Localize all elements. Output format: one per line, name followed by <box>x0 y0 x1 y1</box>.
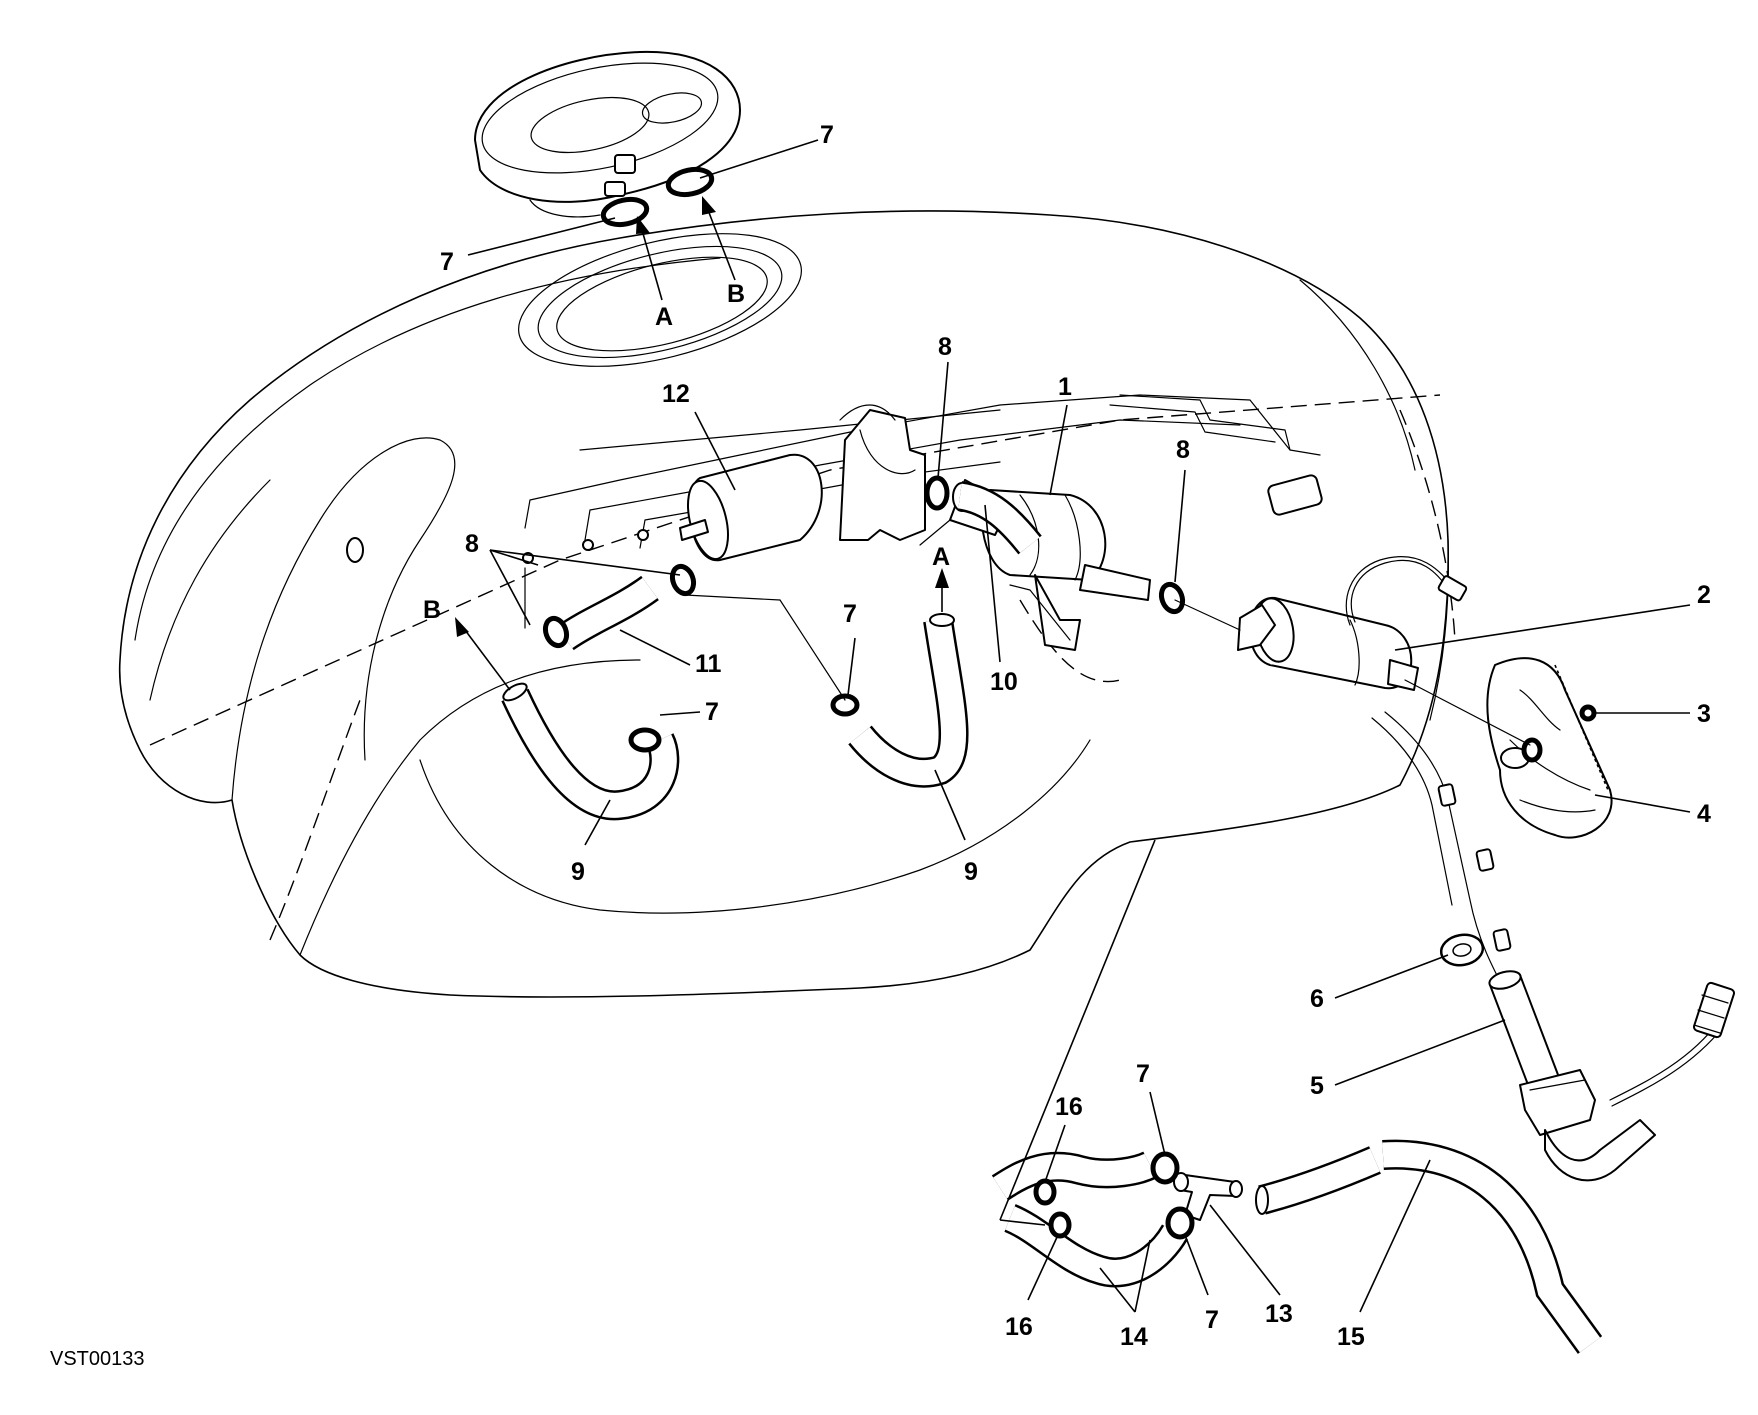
clip-ring <box>1158 581 1186 615</box>
hose-end <box>1255 1185 1269 1215</box>
callout-15: 15 <box>1337 1323 1365 1351</box>
arrow-head <box>935 568 949 588</box>
filter-bracket <box>839 404 926 541</box>
clamp <box>1048 1211 1072 1239</box>
callout-6: 6 <box>1310 985 1324 1013</box>
drawing-code: VST00133 <box>50 1348 145 1370</box>
letter-b: B <box>423 596 441 624</box>
clip-ring <box>542 615 570 649</box>
callout-7: 7 <box>1136 1060 1150 1088</box>
callout-labels: 7 7 A B 12 8 1 8 2 3 4 6 5 8 11 7 7 A B … <box>50 121 1711 1370</box>
callout-7: 7 <box>843 600 857 628</box>
callout-9: 9 <box>571 858 585 886</box>
callout-7: 7 <box>1205 1306 1219 1334</box>
callout-7: 7 <box>820 121 834 149</box>
callout-13: 13 <box>1265 1300 1293 1328</box>
filler-opening <box>518 233 802 367</box>
callout-1: 1 <box>1058 373 1072 401</box>
hose-end <box>502 682 528 702</box>
clip-ring <box>1150 1151 1180 1185</box>
callout-11: 11 <box>695 650 722 678</box>
fuel-pump-2 <box>1237 555 1468 691</box>
callout-7: 7 <box>705 698 719 726</box>
callout-8: 8 <box>465 530 479 558</box>
pump-connector <box>1437 575 1468 602</box>
harness-clip <box>1475 848 1495 872</box>
clip-ring <box>665 166 715 198</box>
clip-ring <box>669 563 697 597</box>
callout-4: 4 <box>1697 800 1711 828</box>
letter-a: A <box>655 303 673 331</box>
clip-ring <box>830 693 860 717</box>
callout-7: 7 <box>440 248 454 276</box>
tank-bung <box>346 537 364 563</box>
pipe-end <box>637 529 649 541</box>
harness-clip <box>1437 783 1457 807</box>
callout-2: 2 <box>1697 581 1711 609</box>
callout-3: 3 <box>1697 700 1711 728</box>
letter-b: B <box>727 280 745 308</box>
clip-ring <box>1165 1206 1195 1240</box>
fuel-filter <box>679 453 823 562</box>
seal-hole <box>1452 943 1472 957</box>
callout-9: 9 <box>964 858 978 886</box>
clips <box>542 166 1597 1240</box>
hoses <box>501 481 1603 1354</box>
arrow-head <box>702 196 716 215</box>
cap-spigot <box>614 154 636 174</box>
t-connector <box>1173 1172 1243 1221</box>
mounting-plate <box>1267 474 1323 516</box>
clamp <box>1033 1178 1057 1206</box>
clip-ring <box>1521 737 1543 763</box>
callout-5: 5 <box>1310 1072 1324 1100</box>
clip-ring <box>924 475 950 511</box>
callout-16: 16 <box>1055 1093 1083 1121</box>
cap-spigot <box>604 181 626 197</box>
pipe-end <box>582 539 594 551</box>
hose-end <box>929 613 955 627</box>
arrow-head <box>636 216 650 234</box>
sender-connector <box>1693 981 1735 1039</box>
callout-12: 12 <box>662 380 690 408</box>
arrow-head <box>455 617 469 637</box>
letter-a: A <box>932 543 950 571</box>
clip-ring <box>628 727 662 753</box>
callout-8: 8 <box>938 333 952 361</box>
callout-10: 10 <box>990 668 1018 696</box>
fuel-sender <box>1371 711 1735 1182</box>
filler-cap-assembly <box>474 50 741 218</box>
leader-lines <box>455 139 1691 1313</box>
harness-clip <box>1492 928 1512 952</box>
prefilter-sock <box>1486 657 1613 839</box>
fuel-tank <box>118 210 1456 998</box>
callout-14: 14 <box>1120 1323 1148 1351</box>
clip-ring <box>1579 704 1597 722</box>
callout-8: 8 <box>1176 436 1190 464</box>
callout-16: 16 <box>1005 1313 1033 1341</box>
